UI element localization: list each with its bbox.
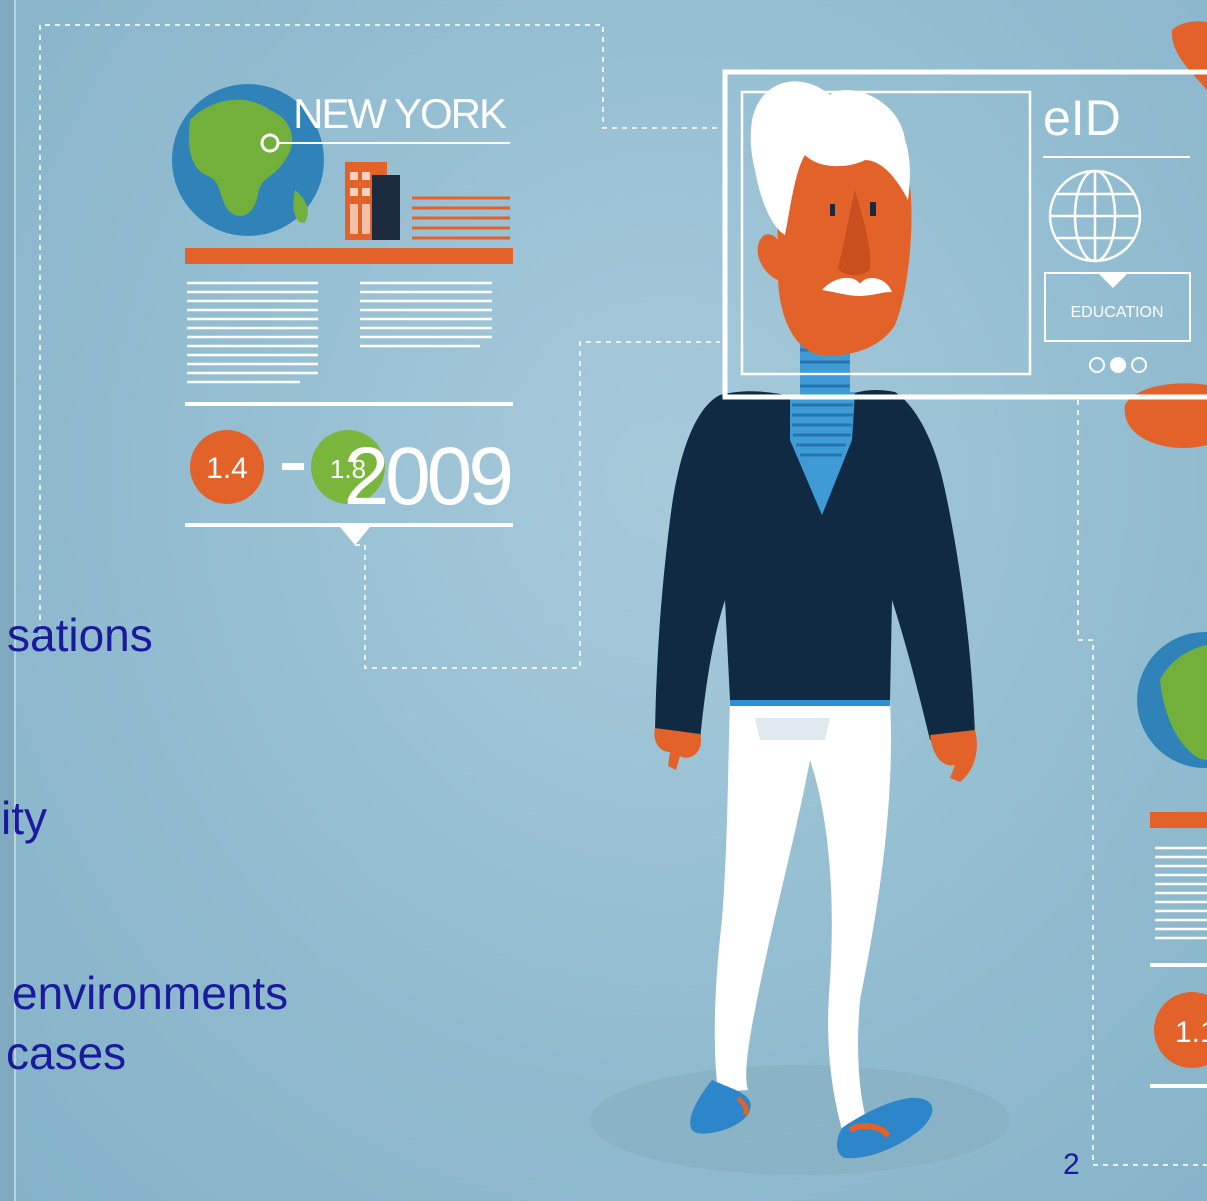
globe-icon-right	[1137, 632, 1207, 768]
building-bars	[412, 196, 510, 240]
man-figure	[654, 81, 977, 1159]
text-lines-right	[360, 281, 492, 348]
value-right-partial: 1.1	[1175, 1016, 1207, 1049]
bullet-text-4: cases	[6, 1027, 127, 1079]
slide-left-edge	[0, 0, 16, 1201]
orange-divider-right	[1150, 812, 1207, 828]
value-low-badge	[190, 430, 264, 504]
page-number: 2	[1063, 1148, 1080, 1181]
text-lines-right-card	[1155, 846, 1207, 940]
building-icon	[345, 162, 400, 240]
value-dash	[282, 463, 304, 470]
eid-card	[722, 69, 1207, 400]
pointer-triangle	[340, 527, 370, 545]
bullet-text-1: sations	[7, 609, 153, 661]
value-low: 1.4	[206, 452, 248, 485]
education-label: EDUCATION	[1070, 304, 1163, 321]
globe-grid-icon	[1048, 169, 1142, 263]
orange-divider	[185, 248, 513, 264]
globe-icon	[172, 84, 510, 236]
value-high-badge	[311, 430, 385, 504]
orange-shape-mid	[1124, 383, 1207, 449]
value-badge-right	[1154, 992, 1207, 1068]
value-high: 1.8	[330, 454, 366, 484]
year-label: 2009	[344, 431, 511, 522]
bullet-text-2: ity	[1, 792, 47, 844]
city-label: NEW YORK	[293, 90, 507, 137]
text-lines-left	[187, 281, 318, 384]
dashed-connectors	[39, 24, 1207, 1166]
education-pointer	[1098, 273, 1128, 288]
eid-title: eID	[1043, 90, 1121, 146]
bullet-text-3: environments	[12, 967, 289, 1019]
orange-shape-top	[1171, 21, 1207, 90]
pager-dots	[1089, 357, 1147, 373]
shadow	[590, 1065, 1010, 1175]
